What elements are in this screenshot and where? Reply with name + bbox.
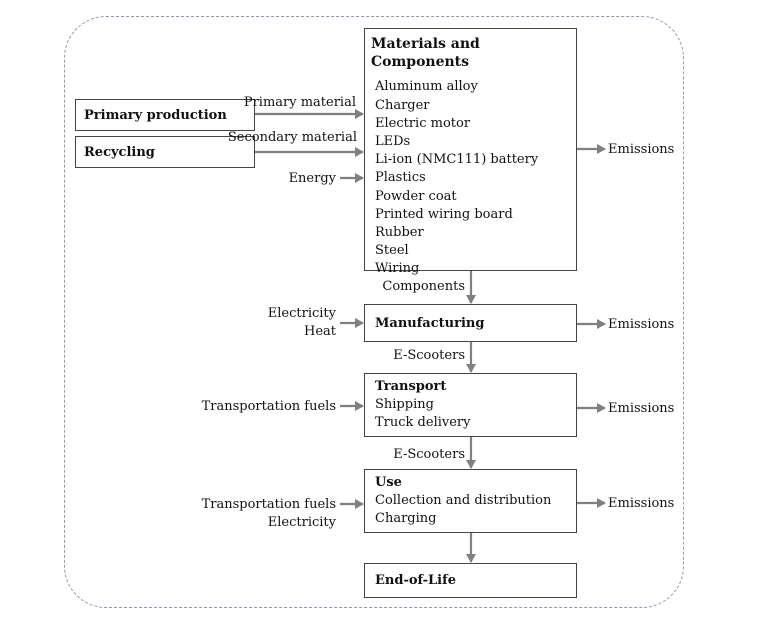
transport-fuels-label: Transportation fuels	[201, 399, 336, 414]
material-item: Plastics	[375, 170, 426, 186]
emissions-label-3: Emissions	[608, 401, 675, 416]
material-item: LEDs	[375, 134, 411, 150]
use-electricity-label: Electricity	[267, 515, 336, 530]
use-box: Use Collection and distribution Charging	[364, 469, 577, 533]
primary-material-label: Primary material	[243, 95, 356, 110]
electricity-label: Electricity	[267, 306, 336, 321]
material-item: Li-ion (NMC111) battery	[375, 152, 539, 168]
material-item: Printed wiring board	[375, 206, 513, 222]
use-item: Charging	[375, 511, 437, 527]
end-of-life-label: End-of-Life	[375, 573, 456, 588]
material-item: Powder coat	[375, 188, 457, 204]
transport-title: Transport	[375, 379, 447, 394]
materials-components-box: Materials and Components Aluminum alloy …	[364, 28, 577, 276]
use-item: Collection and distribution	[375, 493, 552, 509]
transport-item: Truck delivery	[375, 415, 471, 431]
material-item: Steel	[375, 243, 409, 259]
emissions-label-1: Emissions	[608, 142, 675, 157]
use-fuels-label: Transportation fuels	[201, 497, 336, 512]
material-item: Electric motor	[375, 115, 471, 131]
primary-production-label: Primary production	[84, 108, 227, 123]
secondary-material-label: Secondary material	[227, 130, 357, 145]
primary-production-box: Primary production	[75, 99, 255, 131]
escooters-flow-label-2: E-Scooters	[393, 447, 465, 462]
emissions-label-2: Emissions	[608, 317, 675, 332]
energy-label: Energy	[288, 171, 336, 186]
material-item: Charger	[375, 97, 430, 113]
transport-box: Transport Shipping Truck delivery	[364, 373, 577, 437]
materials-title: Materials and Components	[371, 36, 480, 71]
escooters-flow-label-1: E-Scooters	[393, 348, 465, 363]
end-of-life-box: End-of-Life	[364, 563, 577, 598]
manufacturing-box: Manufacturing	[364, 304, 577, 342]
use-title: Use	[375, 475, 402, 490]
components-flow-label: Components	[382, 279, 465, 294]
material-item: Wiring	[375, 261, 420, 277]
system-boundary	[64, 16, 684, 608]
material-item: Rubber	[375, 225, 424, 241]
emissions-label-4: Emissions	[608, 496, 675, 511]
manufacturing-label: Manufacturing	[375, 316, 485, 331]
material-item: Aluminum alloy	[375, 79, 478, 95]
recycling-box: Recycling	[75, 136, 255, 168]
heat-label: Heat	[303, 324, 336, 339]
transport-item: Shipping	[375, 397, 434, 413]
recycling-label: Recycling	[84, 145, 155, 160]
